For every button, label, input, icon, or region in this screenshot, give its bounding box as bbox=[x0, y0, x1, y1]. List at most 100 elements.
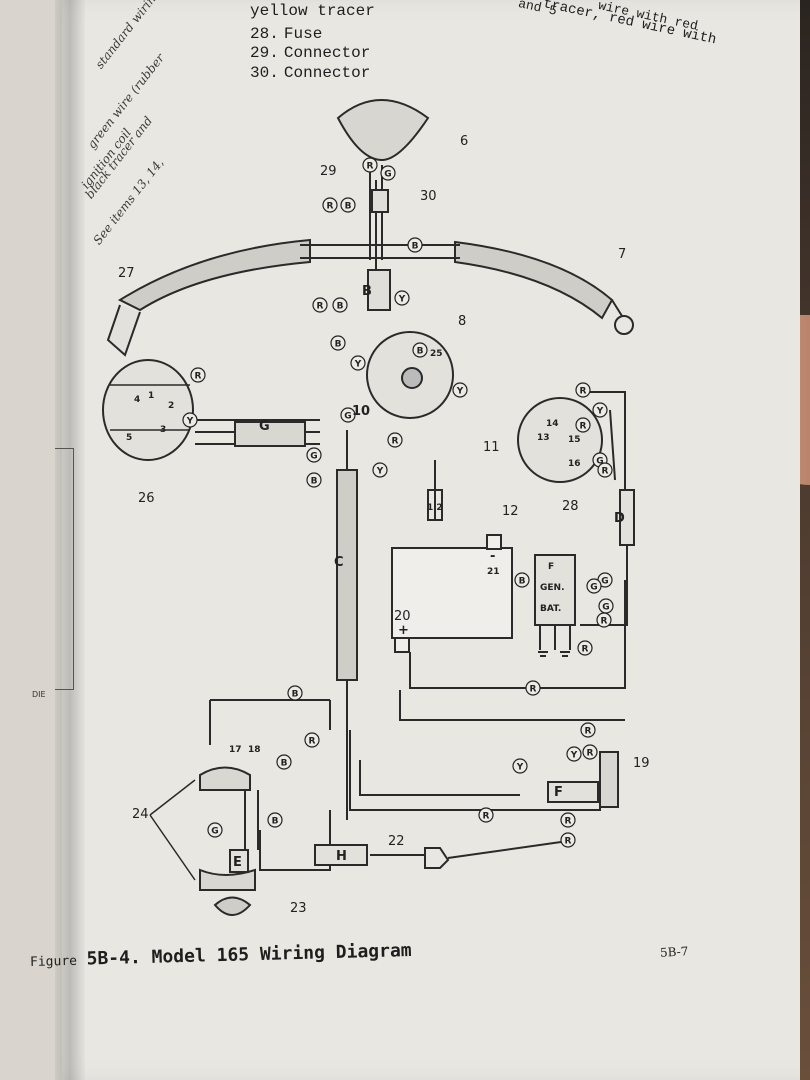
callout-24: 24 bbox=[132, 807, 149, 822]
regulator-label-bat: BAT. bbox=[540, 604, 561, 614]
wire-tag: Y bbox=[186, 417, 194, 427]
legend-item: 28. Fuse bbox=[250, 23, 322, 43]
wire-tag: B bbox=[272, 817, 279, 827]
switch-number: 5 bbox=[126, 433, 132, 443]
wire-tag-circle bbox=[340, 197, 356, 213]
callout-26: 26 bbox=[138, 491, 155, 506]
wire-tag-circle bbox=[560, 812, 576, 828]
wire-tag: R bbox=[367, 162, 374, 172]
wire-tag: G bbox=[590, 583, 597, 593]
regulator-label-f: F bbox=[548, 562, 554, 572]
wire-tag: Y bbox=[376, 467, 384, 477]
legend-number: 28. bbox=[250, 25, 279, 43]
legend-item: yellow tracer bbox=[250, 2, 375, 20]
legend-text: Fuse bbox=[283, 25, 323, 43]
wire-tag: Y bbox=[570, 751, 578, 761]
wire-tag: R bbox=[195, 372, 202, 382]
spark-plug bbox=[427, 460, 443, 521]
manual-page bbox=[30, 0, 800, 1080]
wire-tag-circle bbox=[586, 578, 602, 594]
wire-tag: R bbox=[580, 422, 587, 432]
handlebar-right bbox=[454, 240, 614, 320]
wire-tag: R bbox=[602, 467, 609, 477]
wire-tag-circle bbox=[577, 640, 593, 656]
component-d: D bbox=[614, 511, 625, 526]
horn-22 bbox=[370, 847, 450, 869]
wire-tag-circle bbox=[512, 758, 528, 774]
wire-tag-circle bbox=[350, 355, 366, 371]
left-page-box bbox=[55, 448, 74, 690]
wire-tag-circle bbox=[566, 746, 582, 762]
page-number: 5B-7 bbox=[659, 944, 689, 960]
connector-b-top bbox=[367, 269, 391, 311]
wire-tag-circle bbox=[306, 447, 322, 463]
wire-tag-circle bbox=[362, 157, 378, 173]
wire-tag: Y bbox=[456, 387, 464, 397]
wire-tag-circle bbox=[332, 297, 348, 313]
regulator bbox=[534, 554, 576, 626]
battery-minus: - bbox=[490, 549, 495, 564]
callout-11: 11 bbox=[483, 440, 500, 455]
wire-tag-circle bbox=[207, 822, 223, 838]
wire-tag: R bbox=[582, 645, 589, 655]
wire-tag: G bbox=[596, 457, 603, 467]
callout-23: 23 bbox=[290, 901, 307, 916]
callout-6: 6 bbox=[460, 134, 468, 149]
legend-number: 30. bbox=[250, 64, 279, 82]
callout-28: 28 bbox=[562, 499, 579, 514]
wire-tag-circle bbox=[287, 685, 303, 701]
callout-14: 14 bbox=[546, 419, 559, 429]
legend-text: Connector bbox=[283, 64, 371, 82]
wire-tag-circle bbox=[597, 462, 613, 478]
wire-tag-circle bbox=[276, 754, 292, 770]
wire-tag-circle bbox=[387, 432, 403, 448]
callout-27: 27 bbox=[118, 266, 135, 281]
tail-lamp bbox=[599, 751, 619, 808]
callout-15: 15 bbox=[568, 435, 581, 445]
wire-tag: R bbox=[565, 817, 572, 827]
wire-tag-circle bbox=[514, 572, 530, 588]
wire-tag: R bbox=[317, 302, 324, 312]
stop-switch-upper bbox=[199, 766, 251, 791]
component-h: H bbox=[336, 849, 347, 864]
callout-17: 17 bbox=[229, 745, 242, 755]
headlamp-shape bbox=[336, 99, 430, 162]
wire-tag: R bbox=[601, 617, 608, 627]
wire-tag: B bbox=[412, 242, 419, 252]
wire-tag: G bbox=[211, 827, 218, 837]
wire-tag: G bbox=[602, 603, 609, 613]
switch-number: 1 bbox=[148, 391, 154, 401]
battery bbox=[391, 547, 513, 639]
wire-tag-circle bbox=[312, 297, 328, 313]
component-b: B bbox=[362, 284, 372, 299]
wire-tag-circle bbox=[330, 335, 346, 351]
wire-tag: R bbox=[327, 202, 334, 212]
wire-tag: G bbox=[310, 452, 317, 462]
wire-tag: G bbox=[384, 170, 391, 180]
wire-tag-circle bbox=[592, 402, 608, 418]
connector-g-left bbox=[234, 421, 306, 447]
wire-tag: R bbox=[309, 737, 316, 747]
wire-tag: Y bbox=[596, 407, 604, 417]
wire-tag: R bbox=[483, 812, 490, 822]
horn-button-housing bbox=[106, 304, 141, 357]
callout-30: 30 bbox=[420, 189, 437, 204]
wire-tag-circle bbox=[380, 165, 396, 181]
wire-tag: B bbox=[311, 477, 318, 487]
wire-tag: R bbox=[585, 727, 592, 737]
callout-10: 10 bbox=[352, 404, 370, 419]
connector-h bbox=[314, 844, 368, 866]
stop-lamp-23 bbox=[213, 896, 252, 916]
component-f: F bbox=[554, 785, 563, 800]
callout-19: 19 bbox=[633, 756, 650, 771]
callout-22: 22 bbox=[388, 834, 405, 849]
wire-tag: B bbox=[292, 690, 299, 700]
callout-20: 20 bbox=[394, 609, 411, 624]
switch-number: 3 bbox=[160, 425, 166, 435]
wire-tag-circle bbox=[182, 412, 198, 428]
ring-terminal bbox=[614, 315, 634, 335]
wire-tag-circle bbox=[452, 382, 468, 398]
wire-tag-circle bbox=[190, 367, 206, 383]
